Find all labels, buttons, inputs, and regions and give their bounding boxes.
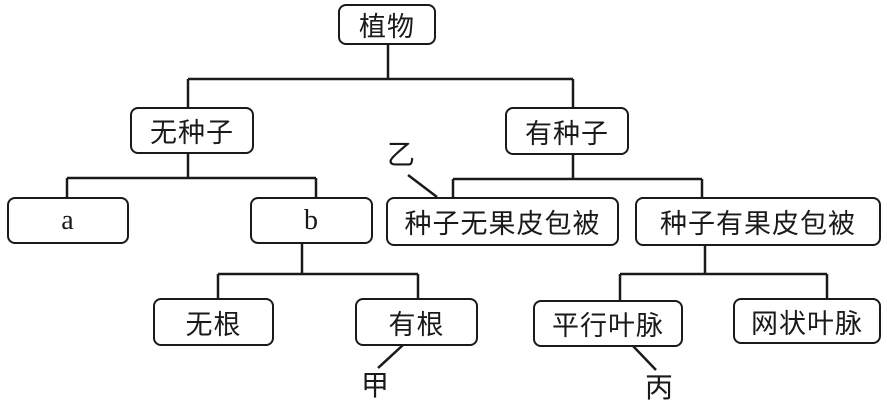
- node-seed-no-pericarp: 种子无果皮包被: [386, 197, 619, 246]
- node-net-vein: 网状叶脉: [733, 298, 881, 344]
- pointer-bing: [632, 345, 657, 371]
- label-yi: 乙: [387, 138, 416, 171]
- node-a: a: [7, 197, 129, 244]
- label-bing: 丙: [645, 371, 674, 404]
- node-has-seed: 有种子: [505, 107, 629, 155]
- label-jia: 甲: [361, 369, 390, 402]
- node-parallel-vein: 平行叶脉: [533, 300, 683, 347]
- pointer-yi: [407, 174, 438, 198]
- node-seed-with-pericarp: 种子有果皮包被: [635, 197, 881, 246]
- node-no-seed: 无种子: [130, 107, 254, 154]
- node-has-root: 有根: [355, 298, 478, 346]
- node-b: b: [250, 197, 373, 244]
- node-no-root: 无根: [153, 298, 274, 346]
- node-plant: 植物: [338, 4, 436, 45]
- pointer-jia: [377, 344, 404, 369]
